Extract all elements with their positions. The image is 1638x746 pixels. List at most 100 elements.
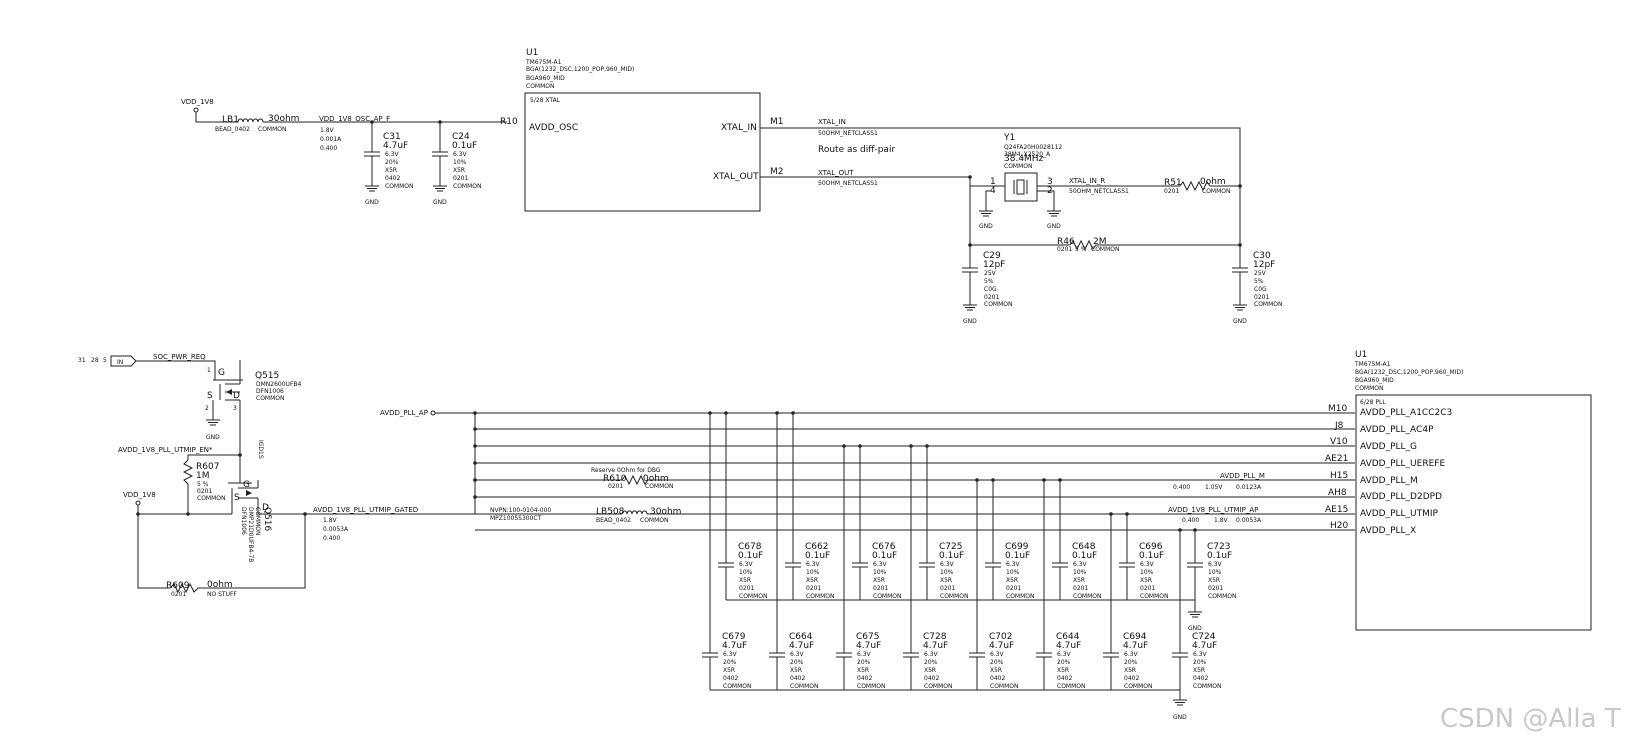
cap-top-c723-spec: 10% — [1208, 569, 1222, 576]
c24-capacitor — [432, 120, 448, 192]
r46-resistor — [1069, 239, 1240, 251]
cap-bottom-c679-spec: X5R — [723, 667, 735, 674]
cap-top-c676-value: 0.1uF — [872, 551, 897, 561]
q516-pin-s: S — [234, 493, 240, 503]
u1-pll-pin-name: AVDD_PLL_G — [1360, 442, 1417, 452]
q515-transistor — [205, 360, 243, 426]
net-xtal-in: XTAL_IN — [818, 118, 846, 126]
cap-top-c676-spec: COMMON — [873, 593, 901, 600]
cap-top-c678-spec: COMMON — [739, 593, 767, 600]
c31-spec-5: COMMON — [385, 183, 413, 190]
u1-xtal-sheet: 5/28 XTAL — [530, 97, 561, 104]
cap-bottom-c728-spec: COMMON — [924, 683, 952, 690]
cap-top-c662-ref: C662 — [805, 542, 828, 552]
c30-spec-1: 25V — [1254, 270, 1267, 277]
cap-top-c678-ref: C678 — [738, 542, 762, 552]
lb1-footprint: BEAD_0402 — [215, 126, 250, 133]
c31-ref: C31 — [383, 132, 401, 142]
cap-bottom-c644-value: 4.7uF — [1056, 641, 1081, 651]
cap-bottom-c679-spec: 0402 — [723, 675, 738, 682]
r609-value: 0ohm — [207, 580, 233, 590]
wire-vdd-lb1 — [195, 112, 217, 123]
net-osc-spec-3: 0.400 — [320, 145, 337, 152]
q515-part: DMN2600UFB4 — [256, 381, 302, 388]
q515-pin-3: 3 — [233, 405, 237, 412]
c31-capacitor — [364, 120, 380, 192]
u1-pin-m2: M2 — [770, 167, 784, 177]
u1-pll-pin-num: V10 — [1330, 437, 1348, 447]
q515-ref: Q515 — [255, 371, 279, 381]
u1-pll-pin-num: J8 — [1334, 421, 1344, 431]
y1-pin-2: 2 — [1047, 186, 1053, 196]
cap-top-c662-spec: 6.3V — [806, 561, 821, 568]
u1-pll-sym: BGA960_MID — [1355, 377, 1394, 384]
page-ref-31: 31 — [78, 357, 86, 364]
cap-bottom-c679-spec: 20% — [723, 659, 737, 666]
r610-tag: COMMON — [645, 483, 673, 490]
u1-pin-avdd-osc: AVDD_OSC — [529, 123, 578, 133]
cap-top-c723-ref: C723 — [1207, 542, 1230, 552]
cap-top-c696-value: 0.1uF — [1139, 551, 1164, 561]
cap-bottom-c644-spec: 20% — [1057, 659, 1071, 666]
q516-transistor — [228, 477, 305, 515]
cap-bottom-c728-spec: 6.3V — [924, 651, 939, 658]
avdd-pll-ap-port — [430, 410, 436, 416]
cap-bottom-c724-ref: C724 — [1192, 632, 1216, 642]
cap-top-c648-spec: 0201 — [1073, 585, 1088, 592]
page-ref-5: 5 — [103, 357, 107, 364]
cap-bottom-c728-value: 4.7uF — [923, 641, 948, 651]
net-soc-pwr-req: SOC_PWR_REQ — [153, 353, 206, 361]
cap-bottom-c694-ref: C694 — [1123, 632, 1147, 642]
r46-fp: 0201 — [1057, 246, 1072, 253]
r610-value: 0ohm — [643, 474, 669, 484]
net-pll-m-spec-3: 0.0123A — [1236, 484, 1262, 491]
cap-top-c662-spec: 0201 — [806, 585, 821, 592]
net-xtal-in-r-class: 50OHM_NETCLASS1 — [1069, 188, 1129, 195]
r46-tag: COMMON — [1091, 246, 1119, 253]
q516-pin-d: D — [262, 503, 269, 513]
cap-bottom-c724-spec: COMMON — [1193, 683, 1221, 690]
lb508-value: 30ohm — [650, 507, 681, 517]
cap-top-c678-spec: X5R — [739, 577, 751, 584]
cap-bottom-c664-spec: 6.3V — [790, 651, 805, 658]
q516-pin-g: G — [243, 480, 250, 490]
wire-xtal-out — [760, 176, 971, 260]
lb508-part: MPZ1005S300CT — [490, 515, 542, 522]
r51-value: 0ohm — [1200, 177, 1226, 187]
cap-bottom-c679-spec: 6.3V — [723, 651, 738, 658]
q516-igdis: IGD1S — [257, 440, 264, 459]
net-osc-label: VDD_1V8_OSC_AP_F — [319, 115, 390, 123]
cap-top-c696-spec: 10% — [1140, 569, 1154, 576]
y1-tag: COMMON — [1004, 163, 1032, 170]
cap-top-c676-spec: 10% — [873, 569, 887, 576]
r51-ref: R51 — [1164, 178, 1182, 188]
u1-pll-part: TM675M-A1 — [1354, 361, 1391, 368]
y1-pin-4: 4 — [990, 186, 996, 196]
net-osc-spec-1: 1.8V — [320, 127, 335, 134]
c30-capacitor — [1232, 260, 1248, 311]
cap-top-c648-spec: 6.3V — [1073, 561, 1088, 568]
q515-pkg: DFN1006 — [256, 388, 284, 395]
c30-spec-4: 0201 — [1254, 294, 1269, 301]
c29-value: 12pF — [983, 260, 1005, 270]
u1-xtal-box — [524, 92, 761, 212]
cap-bottom-c702-ref: C702 — [989, 632, 1012, 642]
u1-pin-xtal-in: XTAL_IN — [721, 123, 757, 133]
q515-tag: COMMON — [256, 395, 284, 402]
pll-bus-lines — [473, 411, 1355, 531]
c31-value: 4.7uF — [383, 141, 408, 151]
u1-pin-xtal-out: XTAL_OUT — [713, 172, 759, 182]
net-osc-spec-2: 0.001A — [320, 136, 342, 143]
net-pll-m-spec-1: 0.400 — [1173, 484, 1190, 491]
note-diff-pair: Route as diff-pair — [818, 145, 895, 155]
q515-pin-s: S — [207, 391, 213, 401]
cap-top-c699-spec: 10% — [1006, 569, 1020, 576]
u1-pll-pkg: BGA(1232_DSC,1200_POP,960_MID) — [1355, 369, 1463, 376]
c29-spec-3: C0G — [984, 286, 997, 293]
cap-bottom-c728-spec: 20% — [924, 659, 938, 666]
cap-bottom-c664-value: 4.7uF — [789, 641, 814, 651]
